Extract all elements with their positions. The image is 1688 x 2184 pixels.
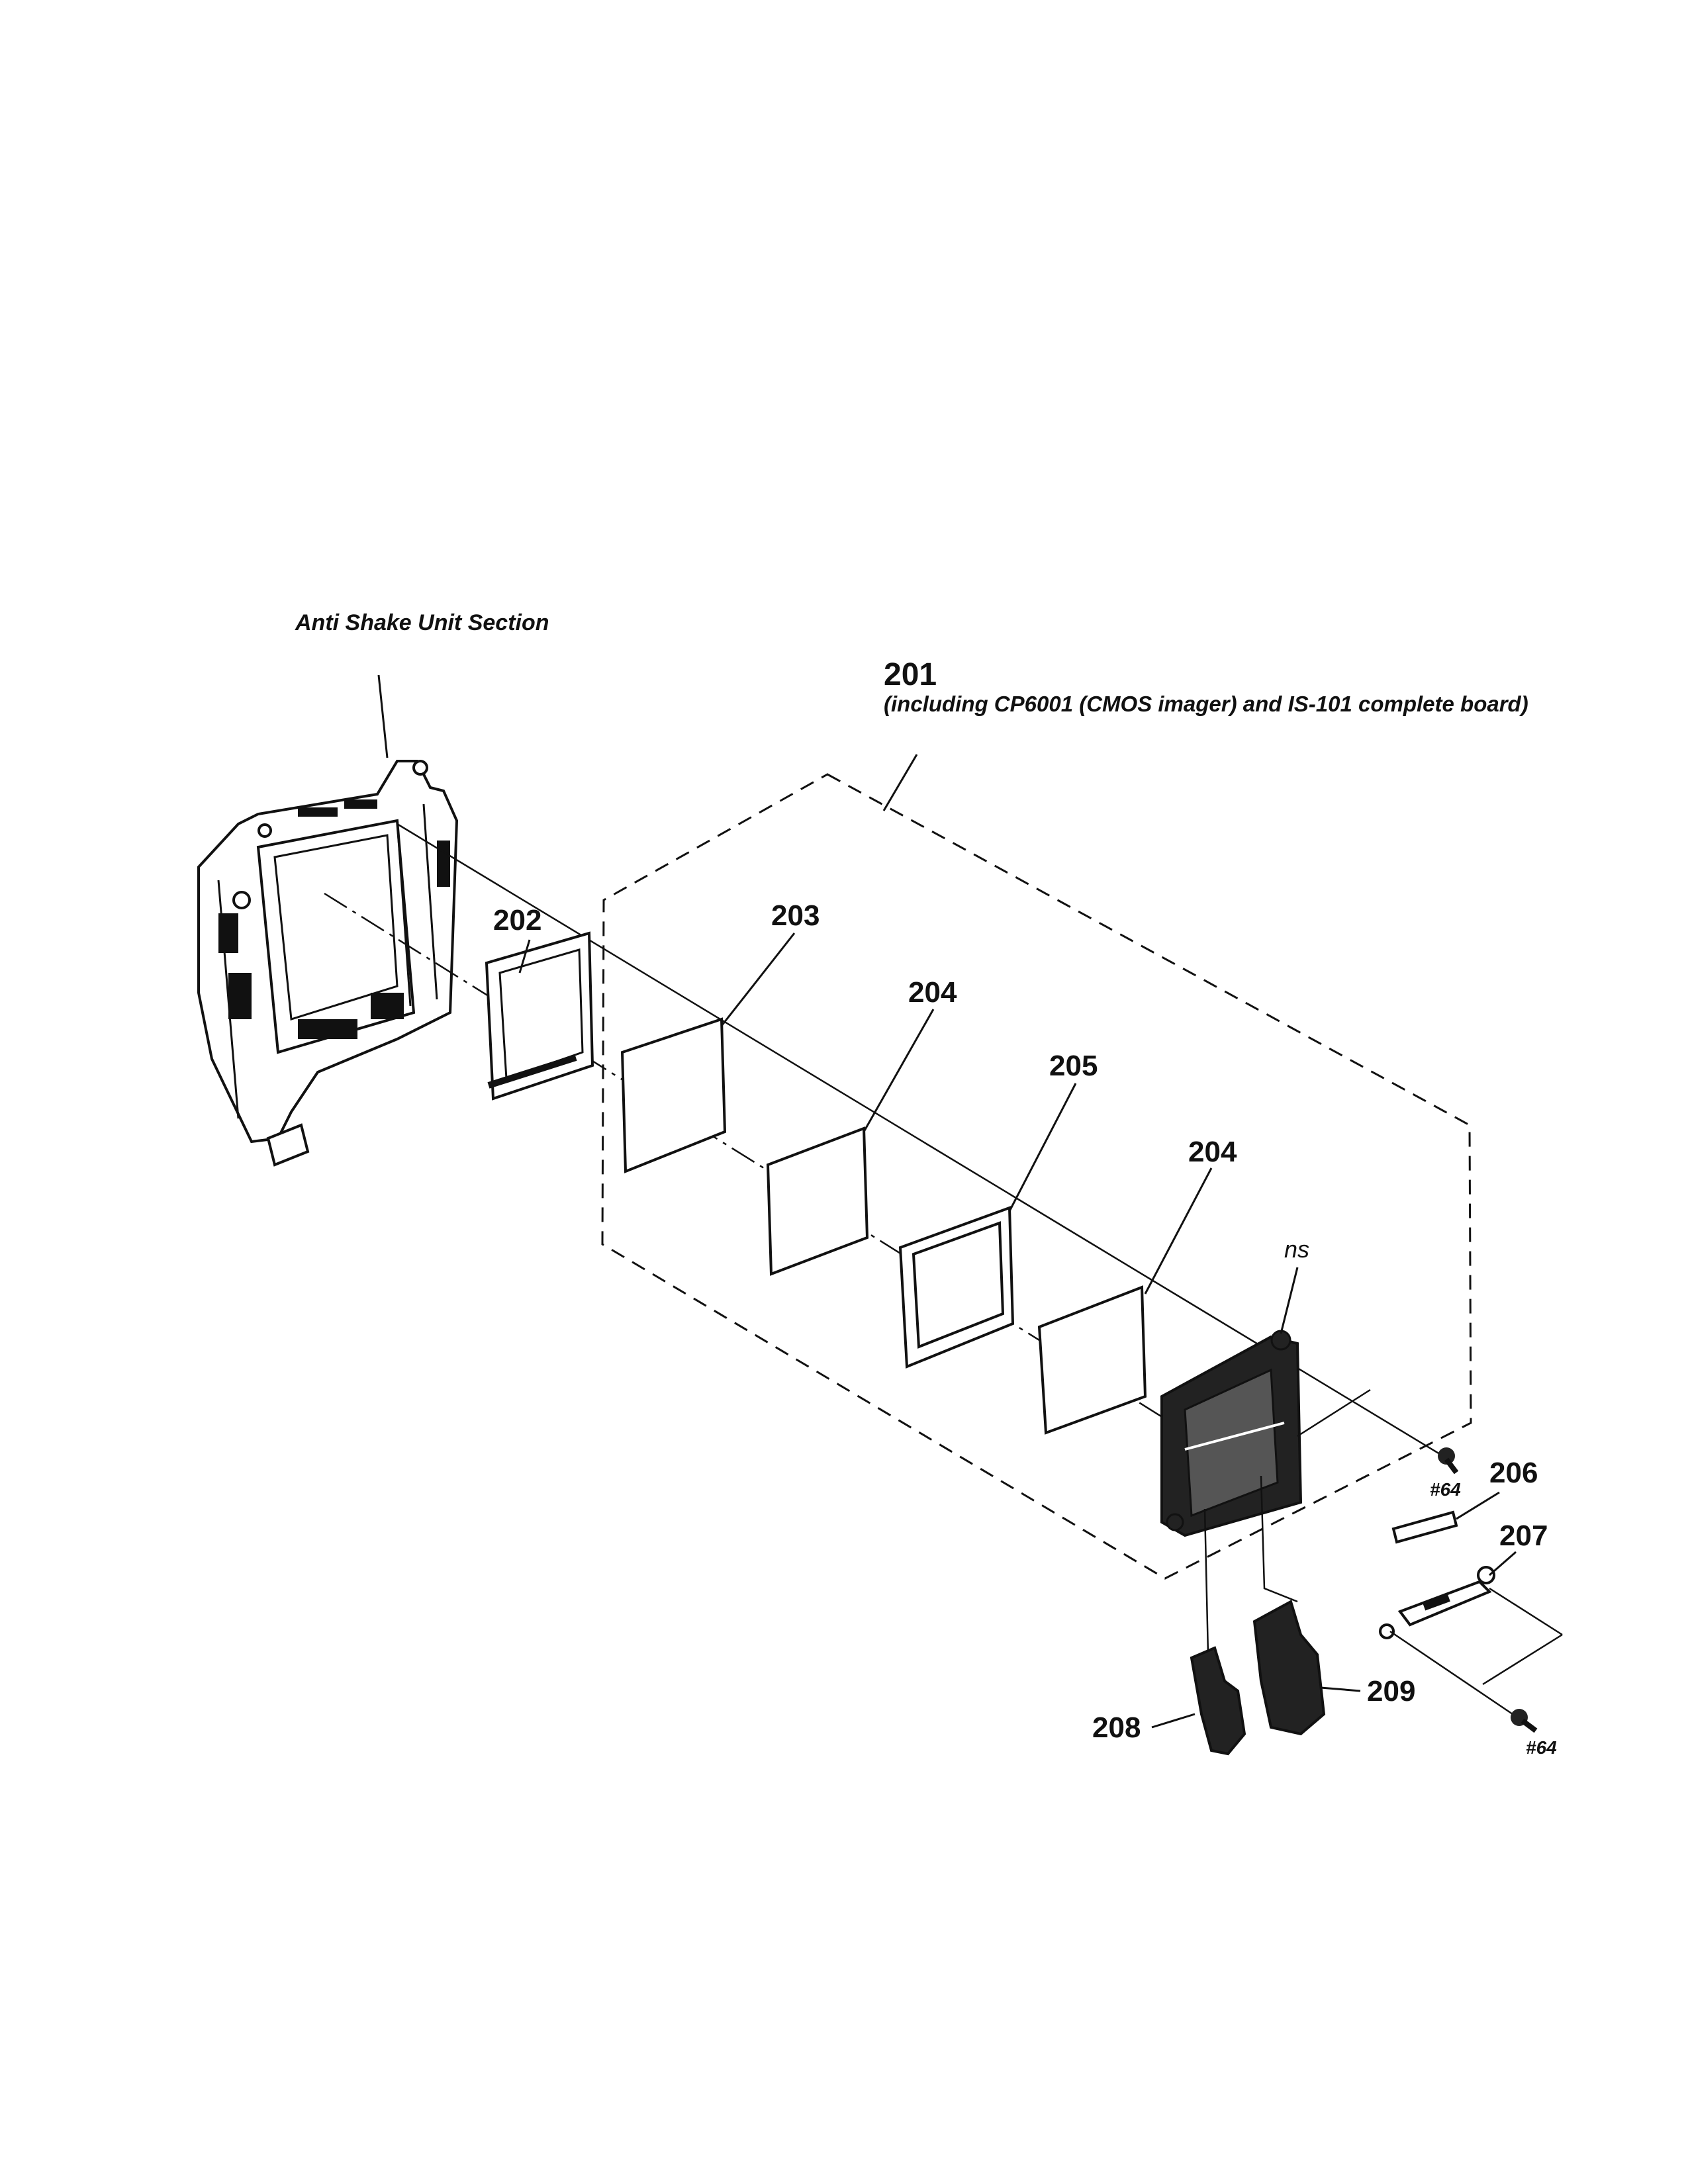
callout-ns: ns: [1284, 1236, 1309, 1263]
callout-205-leader: [1008, 1083, 1077, 1212]
part-205-frame: [898, 1206, 1015, 1369]
callout-208: 208: [1092, 1711, 1141, 1744]
part-203-plate: [620, 1017, 727, 1173]
part-204-gasket-b: [1037, 1285, 1147, 1435]
assembly-201-number: 201: [884, 657, 937, 692]
bracket-axis-line-a: [1489, 1587, 1563, 1636]
screw-64-top-label: #64: [1430, 1479, 1461, 1500]
callout-209: 209: [1367, 1675, 1415, 1707]
callout-204-b: 204: [1188, 1136, 1237, 1168]
section-title-leader: [377, 674, 389, 758]
assembly-201-leader: [882, 754, 918, 811]
callout-204-a-leader: [863, 1009, 935, 1132]
screw-64-top: [1438, 1447, 1459, 1475]
callout-208-leader: [1151, 1713, 1196, 1729]
callout-203: 203: [771, 899, 820, 932]
part-207-bracket: [1379, 1566, 1495, 1639]
screw-64-bottom-label: #64: [1526, 1737, 1557, 1758]
part-206-tape: [1391, 1510, 1458, 1544]
bracket-axis-line-b: [1482, 1633, 1563, 1686]
section-title: Anti Shake Unit Section: [295, 610, 549, 635]
part-209-holder: [1252, 1600, 1326, 1736]
callout-205: 205: [1049, 1050, 1098, 1082]
bracket-axis-line-c: [1389, 1630, 1513, 1715]
callout-203-leader: [720, 933, 796, 1026]
assembly-201-note: (including CP6001 (CMOS imager) and IS-1…: [884, 692, 1528, 716]
callout-209-leader: [1320, 1686, 1361, 1692]
cmos-imager-board: [1160, 1330, 1303, 1537]
guide-line-208: [1203, 1508, 1209, 1655]
callout-204-a: 204: [908, 976, 957, 1009]
callout-207: 207: [1499, 1520, 1548, 1552]
callout-206-leader: [1456, 1491, 1500, 1520]
screw-64-bottom: [1511, 1709, 1538, 1733]
board-axis-line: [1297, 1388, 1371, 1437]
part-204-gasket-a: [766, 1126, 869, 1276]
guide-line-209: [1260, 1475, 1298, 1603]
callout-202-leader: [518, 939, 531, 974]
part-208-holder: [1190, 1646, 1246, 1756]
anti-shake-unit-frame: [197, 760, 459, 1167]
callout-202: 202: [493, 904, 541, 936]
part-202-frame: [485, 931, 594, 1101]
assembly-201-boundary: [601, 773, 1472, 1580]
callout-206: 206: [1489, 1457, 1538, 1489]
callout-207-leader: [1489, 1551, 1517, 1576]
callout-ns-leader: [1280, 1267, 1299, 1334]
callout-204-b-leader: [1144, 1167, 1213, 1295]
